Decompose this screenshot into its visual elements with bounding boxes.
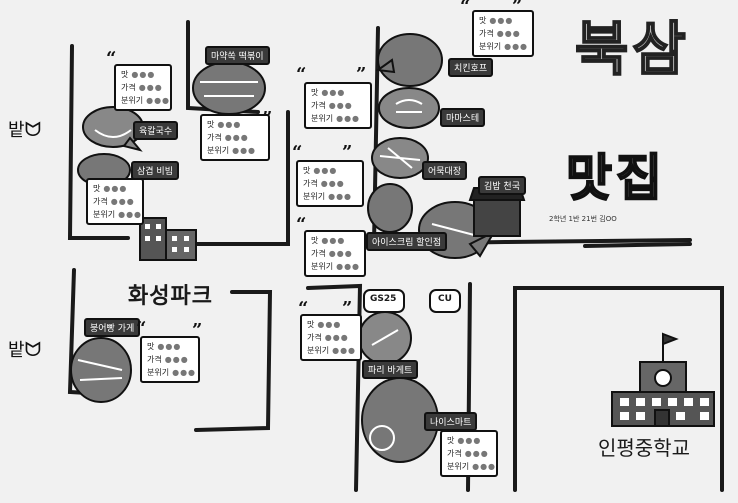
gs25-store-label: GS25: [370, 294, 397, 304]
rating-card: 맛●●● 가격●●● 분위기●●●: [300, 314, 362, 361]
restaurant-label: 치킨호프: [448, 58, 494, 77]
school-label: 인평중학교: [598, 436, 690, 460]
fish-bread-icon: [70, 337, 132, 403]
rating-card: 맛●●● 가격●●● 분위기●●●: [200, 114, 270, 161]
road-line: [583, 242, 692, 248]
quote-mark: ”: [356, 64, 367, 85]
quote-mark: “: [296, 64, 307, 85]
rating-card: 맛●●● 가격●●● 분위기●●●: [440, 430, 498, 477]
restaurant-label: 나이스마트: [424, 412, 478, 431]
tteokbokki-icon: [192, 61, 266, 115]
rating-card: 맛●●● 가격●●● 분위기●●●: [296, 160, 364, 207]
quote-mark: ”: [192, 320, 203, 341]
field-label-bottom: 밭ᗢ: [8, 337, 42, 361]
quote-mark: ”: [342, 142, 353, 163]
restaurant-label: 마약쏙 떡볶이: [205, 46, 270, 65]
map-credit: 2학년 1반 21번 김OO: [549, 215, 617, 223]
road-line: [67, 44, 130, 240]
road-line: [174, 110, 290, 246]
rating-card: 맛●●● 가격●●● 분위기●●●: [140, 336, 200, 383]
park-label: 화성파크: [128, 284, 213, 309]
school-building-icon: [611, 332, 715, 427]
map-title-line2: 맛집: [565, 148, 666, 208]
chicken-beer-icon: [377, 33, 443, 87]
quote-mark: “: [296, 214, 307, 235]
restaurant-label: 김밥 천국: [478, 176, 526, 195]
quote-mark: “: [298, 298, 309, 319]
rating-card: 맛●●● 가격●●● 분위기●●●: [304, 82, 372, 129]
rating-card: 맛●●● 가격●●● 분위기●●●: [472, 10, 534, 57]
quote-mark: ”: [262, 108, 273, 129]
restaurant-label: 파리 바게트: [362, 360, 419, 379]
rating-card: 맛●●● 가격●●● 분위기●●●: [114, 64, 172, 111]
restaurant-label: 육칼국수: [133, 121, 179, 140]
restaurant-label: 아이스크림 할인점: [366, 232, 448, 251]
apartment-building-icon: [139, 217, 197, 261]
quote-mark: “: [292, 142, 303, 163]
restaurant-label: 붕어빵 가게: [84, 318, 141, 337]
quote-mark: ”: [512, 0, 523, 17]
map-title-line1: 북삼: [574, 14, 690, 84]
road-line: [194, 290, 273, 432]
burger-icon: [378, 87, 440, 129]
rating-card: 맛●●● 가격●●● 분위기●●●: [86, 178, 144, 225]
quote-mark: “: [106, 48, 117, 69]
road-line: [306, 283, 363, 492]
restaurant-label: 어묵대장: [422, 161, 468, 180]
kimbap-shop-icon: [468, 187, 526, 237]
quote-mark: ”: [342, 298, 353, 319]
restaurant-label: 마마스테: [440, 108, 486, 127]
restaurant-label: 삼겹 비빔: [131, 161, 179, 180]
quote-mark: “: [136, 318, 147, 339]
field-label-top: 밭ᗢ: [8, 117, 42, 141]
cu-store-label: CU: [438, 294, 452, 304]
icecream-icon: [367, 183, 413, 233]
rating-card: 맛●●● 가격●●● 분위기●●●: [304, 230, 366, 277]
quote-mark: “: [460, 0, 471, 17]
road-line: [513, 286, 724, 492]
